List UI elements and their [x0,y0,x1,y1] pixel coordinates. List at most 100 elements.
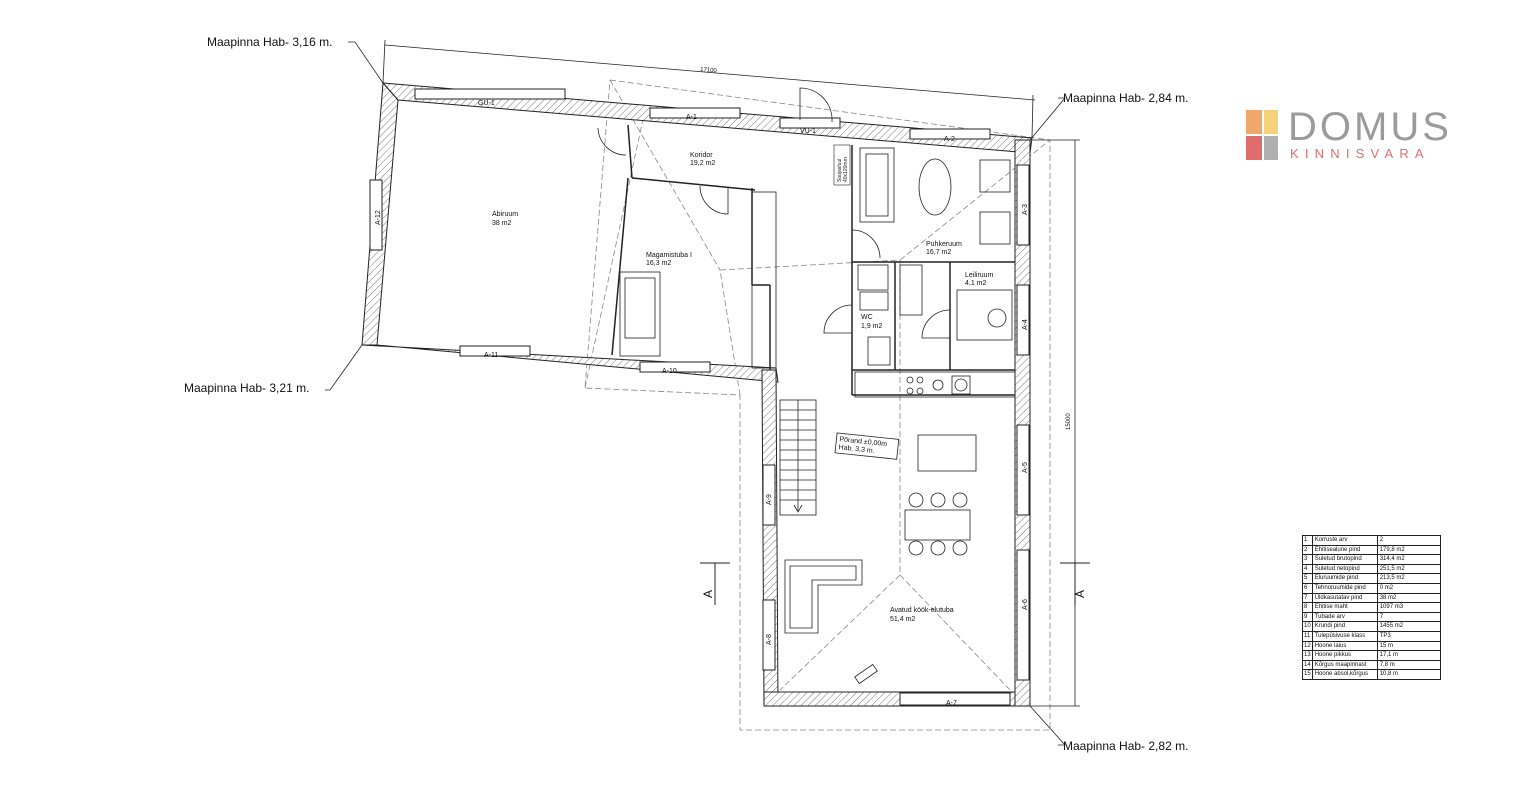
logo-mark [1246,110,1282,162]
table-cell-key: Ehitise maht [1311,602,1378,613]
floor-level-tag: Põrand ±0,00m Hab. 3,3 m. [834,432,900,460]
window-label: A-4 [1022,319,1029,330]
door-bedroom [699,185,729,215]
door-wc [823,304,853,334]
table-cell-key: Hoone laius [1311,640,1378,652]
logo-square-red [1246,136,1262,160]
logo-square-orange [1246,110,1262,134]
furniture [619,147,1016,685]
table-cell-key: Tulepüsivuse klass [1311,630,1378,642]
table-cell-key: Kõrgus maapinnast [1311,659,1378,671]
table-cell-value: 38 m2 [1376,592,1441,604]
dining-table [904,509,971,541]
room-area-abiruum: 38 m2 [492,220,512,227]
table-cell-n: 10 [1302,621,1313,632]
window-label: A-8 [766,634,773,645]
table-cell-n: 9 [1302,611,1313,623]
table-cell-key: Hoone pikkus [1311,650,1378,661]
section-marker-right: A [1073,590,1087,598]
table-cell-n: 4 [1302,563,1313,575]
window-label: A-5 [1022,462,1029,473]
window-label: A-7 [946,700,957,707]
wardrobe [751,191,777,369]
table-cell-value: 1097 m3 [1376,602,1441,613]
window-label: A-10 [662,368,677,375]
window-label: VU-1 [800,128,816,135]
table-cell-value: 251,5 m2 [1376,563,1441,575]
window-label: A-2 [944,136,955,143]
sink-wc [859,291,889,311]
section-marker-left: A [701,590,715,598]
kitchen-island [917,434,977,472]
room-labels: Abiruum 38 m2 Koridor 19,2 m2 Magamistub… [492,152,994,623]
logo-wordmark: DOMUS [1288,105,1452,149]
dimension-width: 17100 [700,67,718,74]
shower [857,264,889,291]
table-cell-value: 10,8 m [1376,669,1441,680]
dimension-depth: 15000 [1066,413,1072,430]
room-name-magamistuba: Magamistuba I [646,252,692,259]
table-cell-n: 8 [1302,602,1313,613]
table-cell-value: 314,4 m2 [1376,554,1441,565]
table-cell-key: Ehitisealune pind [1311,544,1378,556]
table-cell-value: 17,1 m [1376,650,1441,661]
toilet-wc [867,336,891,366]
room-name-wc: WC [861,314,873,321]
window-label: A-3 [1022,204,1029,215]
svg-text:Soojasfuul: Soojasfuul [837,159,843,182]
sofa-puhkeruum [859,147,895,223]
bed [619,271,661,357]
armchair [979,211,1011,245]
window-label: A-1 [686,114,697,121]
table-cell-n: 14 [1302,659,1313,671]
table-cell-n: 7 [1302,592,1313,604]
table-cell-key: Eluruumide pind [1311,573,1378,584]
svg-text:Põrand ±0,00m: Põrand ±0,00m [839,436,887,448]
room-name-koridor: Koridor [690,152,713,159]
room-area-puhkeruum: 16,7 m2 [926,249,951,256]
room-name-leiliruum: Leiliruum [965,272,994,279]
room-area-wc: 1,9 m2 [861,323,883,330]
table-cell-value: 7 [1376,611,1441,623]
section-markers [700,562,1090,605]
doors [597,87,951,339]
window-label: A-9 [766,494,773,505]
table-cell-key: Suletud brutopind [1311,554,1378,565]
room-area-avatud: 51,4 m2 [890,616,915,623]
table-cell-value: 0 m2 [1376,582,1441,594]
window-label: A-6 [1022,599,1029,610]
table-cell-n: 13 [1302,650,1313,661]
table-cell-value: 2 [1376,535,1441,546]
room-area-koridor: 19,2 m2 [690,160,715,167]
logo-square-grey [1264,136,1278,160]
table-cell-n: 6 [1302,582,1313,594]
table-cell-n: 12 [1302,640,1313,652]
window-label: GU-1 [478,100,495,107]
table-cell-n: 1 [1302,535,1313,546]
room-name-puhkeruum: Puhkeruum [926,241,962,248]
table-cell-n: 11 [1302,630,1313,642]
table-cell-value: 7,8 m [1376,659,1441,671]
tv [854,663,878,685]
domus-logo: DOMUS KINNISVARA [1244,105,1474,165]
logo-square-yellow [1264,110,1278,134]
window-label: A-12 [375,210,382,225]
room-name-avatud: Avatud köök-elutuba [890,607,954,614]
door-utility [851,229,881,259]
sauna-bench [956,289,1013,341]
table-cell-value: 179,8 m2 [1376,544,1441,556]
table-cell-key: Üldkasutatav pind [1311,592,1378,604]
door-sauna [921,309,951,339]
door-corridor [597,127,627,156]
